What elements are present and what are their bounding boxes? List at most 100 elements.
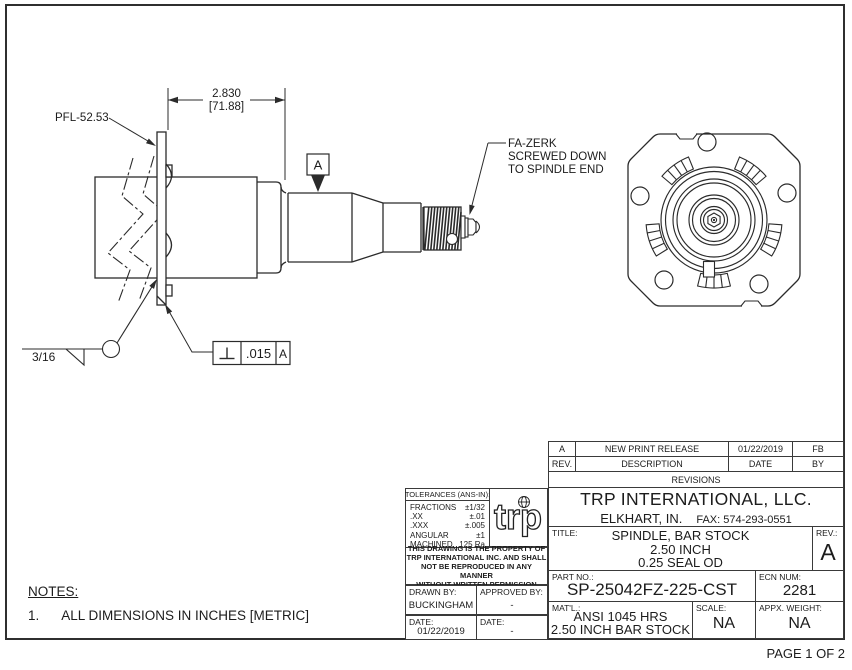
- tol-value: ±.01: [469, 512, 485, 522]
- approved-date-cell: DATE: -: [476, 615, 548, 640]
- break-lines: [107, 155, 165, 304]
- rev-label: REV.:: [816, 528, 838, 538]
- rev-header-desc: DESCRIPTION: [575, 456, 729, 472]
- material-label: MAT'L.:: [552, 603, 581, 613]
- ecn-value: 2281: [782, 581, 817, 599]
- company-fax: FAX: 574-293-0551: [696, 513, 792, 526]
- rev-row-by: FB: [792, 441, 844, 457]
- company-city: ELKHART, IN.: [600, 510, 683, 526]
- scale-label: SCALE:: [696, 603, 727, 613]
- approved-date-label: DATE:: [480, 617, 505, 627]
- datum-flag: A: [306, 153, 330, 192]
- rev-row-rev: A: [548, 441, 576, 457]
- feature-control-frame: .015 A: [165, 304, 291, 366]
- drawn-by-value: BUCKINGHAM: [408, 599, 474, 611]
- zerk-note-line1: FA-ZERK: [508, 138, 557, 150]
- weight-label: APPX. WEIGHT:: [759, 603, 822, 613]
- arrowhead: [469, 204, 475, 215]
- globe-icon: [518, 496, 530, 508]
- end-view: [627, 132, 801, 308]
- tolerance-heading: TOLERANCES (ANS-IN):: [404, 488, 491, 501]
- tol-label: .XXX: [410, 521, 429, 531]
- tol-label: FRACTIONS: [410, 503, 457, 512]
- material-cell: MAT'L.: ANSI 1045 HRS 2.50 INCH BAR STOC…: [548, 601, 693, 639]
- tol-value: ±1/32: [465, 503, 485, 512]
- arrowhead: [146, 138, 156, 146]
- cotter-pin-hole: [445, 232, 459, 246]
- bolt-holes: [630, 132, 797, 294]
- fcf-datum: A: [279, 347, 287, 361]
- approved-by-value: -: [510, 599, 514, 611]
- zerk-callout: FA-ZERK SCREWED DOWN TO SPINDLE END: [469, 138, 606, 215]
- approved-date-value: -: [510, 626, 514, 637]
- arrowhead: [149, 279, 157, 289]
- tol-value: ±.005: [465, 521, 485, 531]
- title-label: TITLE:: [552, 528, 578, 538]
- weight-cell: APPX. WEIGHT: NA: [755, 601, 844, 639]
- notes-heading: NOTES:: [28, 584, 79, 599]
- fillet-weld-icon: [64, 348, 85, 367]
- scale-value: NA: [712, 615, 736, 632]
- weld-symbol: 3/16: [22, 279, 157, 367]
- perpendicularity-icon: [219, 347, 235, 360]
- flange-notch-bottom: [740, 300, 763, 307]
- drawn-date-label: DATE:: [409, 617, 434, 627]
- note-text: ALL DIMENSIONS IN INCHES [METRIC]: [61, 608, 310, 623]
- rev-value: A: [820, 539, 836, 565]
- spindle-body: [94, 176, 258, 279]
- scale-cell: SCALE: NA: [692, 601, 756, 639]
- center-zerk-end: [707, 212, 721, 228]
- keyway-tab: [702, 260, 716, 278]
- drawn-by-cell: DRAWN BY: BUCKINGHAM: [405, 585, 477, 615]
- property-line2: TRP INTERNATIONAL INC. AND SHALL: [406, 552, 547, 562]
- dim-value-metric: [71.88]: [209, 101, 244, 113]
- title-line3: 0.25 SEAL OD: [638, 555, 723, 571]
- rev-header-by: BY: [792, 456, 844, 472]
- revisions-band-title: REVISIONS: [548, 471, 844, 488]
- title-cell: TITLE: SPINDLE, BAR STOCK 2.50 INCH 0.25…: [548, 526, 813, 571]
- material-line2: 2.50 INCH BAR STOCK: [550, 622, 691, 637]
- rev-cell: REV.: A: [812, 526, 844, 571]
- property-line4: WITHOUT WRITTEN PERMISSION: [416, 579, 537, 589]
- rev-header-rev: REV.: [548, 456, 576, 472]
- drawn-by-label: DRAWN BY:: [409, 587, 457, 597]
- weight-value: NA: [788, 615, 811, 632]
- dimension-overall-length: 2.830 [71.88]: [167, 88, 286, 180]
- part-no-value: SP-25042FZ-225-CST: [566, 580, 738, 599]
- approved-by-label: APPROVED BY:: [480, 587, 543, 597]
- rev-header-date: DATE: [728, 456, 793, 472]
- arrowhead: [275, 96, 285, 104]
- fcf-tolerance: .015: [246, 346, 271, 361]
- tol-label: MACHINED: [410, 539, 453, 549]
- note-number: 1.: [28, 608, 40, 623]
- arrowhead: [165, 304, 173, 315]
- property-line1: THIS DRAWING IS THE PROPERTY OF: [407, 543, 546, 553]
- tol-label: .XX: [410, 512, 423, 522]
- side-view: [94, 131, 481, 306]
- title-line2: 2.50 INCH: [650, 541, 711, 557]
- arrowhead: [168, 96, 178, 104]
- spindle-taper: [351, 192, 424, 263]
- logo-cell: trp: [489, 488, 548, 547]
- flange-callout: PFL-52.53: [55, 112, 156, 146]
- drawn-date-value: 01/22/2019: [417, 626, 465, 637]
- flange-notch-top: [675, 133, 698, 140]
- rev-row-date: 01/22/2019: [728, 441, 793, 457]
- dim-value-inches: 2.830: [212, 88, 241, 100]
- title-line1: SPINDLE, BAR STOCK: [611, 528, 750, 544]
- zerk-note-line2: SCREWED DOWN: [508, 151, 606, 163]
- weld-all-around-icon: [101, 339, 121, 359]
- material-line1: ANSI 1045 HRS: [573, 608, 668, 624]
- zerk-fitting: [460, 215, 481, 239]
- company-name: TRP INTERNATIONAL, LLC.: [580, 488, 812, 509]
- property-notice: THIS DRAWING IS THE PROPERTY OF TRP INTE…: [405, 543, 548, 589]
- part-no-cell: PART NO.: SP-25042FZ-225-CST: [548, 570, 756, 602]
- notes-section: NOTES: 1. ALL DIMENSIONS IN INCHES [METR…: [28, 584, 309, 623]
- ecn-label: ECN NUM:: [759, 572, 802, 582]
- rev-row-desc: NEW PRINT RELEASE: [575, 441, 729, 457]
- property-line3: NOT BE REPRODUCED IN ANY MANNER: [421, 561, 532, 580]
- drawn-date-cell: DATE: 01/22/2019: [405, 615, 477, 640]
- ecn-cell: ECN NUM: 2281: [755, 570, 844, 602]
- tol-value: ±1: [476, 530, 485, 540]
